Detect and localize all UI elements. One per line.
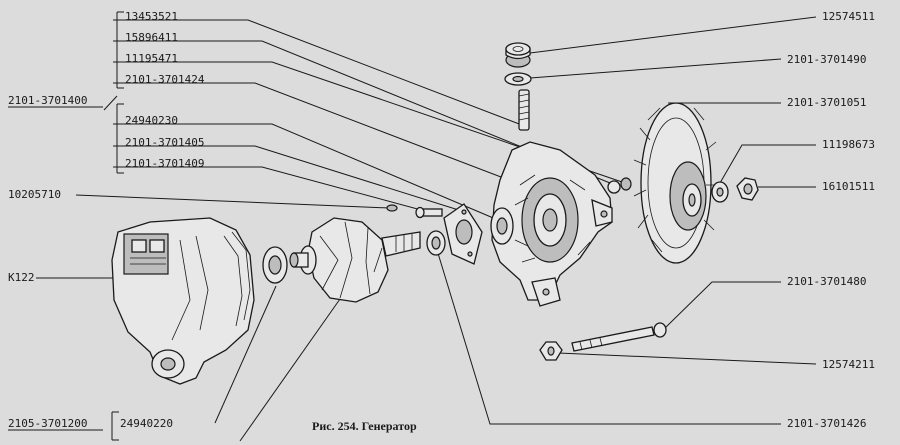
label-16101511: 16101511 [822, 180, 875, 193]
label-24940230: 24940230 [125, 114, 178, 127]
label-13453521: 13453521 [125, 10, 178, 23]
label-2101-3701405: 2101-3701405 [125, 136, 204, 149]
bolt-2101-3701480 [571, 322, 667, 352]
label-10205710: 10205710 [8, 188, 61, 201]
fan-pulley-2101-3701051 [633, 102, 718, 264]
label-2101-3701490: 2101-3701490 [787, 53, 866, 66]
key-10205710 [386, 204, 398, 212]
label-2101-3701051: 2101-3701051 [787, 96, 866, 109]
bearing-24940220 [262, 246, 288, 284]
label-2101-3701424: 2101-3701424 [125, 73, 205, 86]
label-11195471: 11195471 [125, 52, 178, 65]
label-12574211: 12574211 [822, 358, 875, 371]
label-2105-3701200: 2105-3701200 [8, 417, 87, 430]
bearing-2101-3701424 [490, 207, 514, 245]
label-12574511: 12574511 [822, 10, 875, 23]
stud-13453521 [518, 89, 530, 131]
label-2101-3701400: 2101-3701400 [8, 94, 87, 107]
label-2101-3701480: 2101-3701480 [787, 275, 866, 288]
label-11198673: 11198673 [822, 138, 875, 151]
spacer-ring-2101-3701426 [426, 230, 446, 256]
label-2101-3701409: 2101-3701409 [125, 157, 204, 170]
front-cover [491, 141, 613, 307]
bearing-plate-2101-3701405 [443, 203, 483, 265]
label-15896411: 15896411 [125, 31, 178, 44]
screw-24940230 [415, 206, 443, 219]
label-2101-3701426: 2101-3701426 [787, 417, 866, 430]
washer-2101-3701490 [504, 72, 532, 86]
nut-12574211 [539, 341, 563, 361]
label-24940220: 24940220 [120, 417, 173, 430]
label-k122: К122 [8, 271, 35, 284]
rotor-2101-3701409 [289, 217, 421, 303]
figure-caption: Рис. 254. Генератор [312, 419, 417, 433]
washer-11198673 [711, 181, 729, 203]
nut-15896411 [607, 177, 632, 194]
nut-16101511 [736, 177, 759, 201]
leader-lines [36, 16, 817, 442]
housing-k122 [111, 217, 255, 385]
nut-12574511 [505, 42, 531, 68]
